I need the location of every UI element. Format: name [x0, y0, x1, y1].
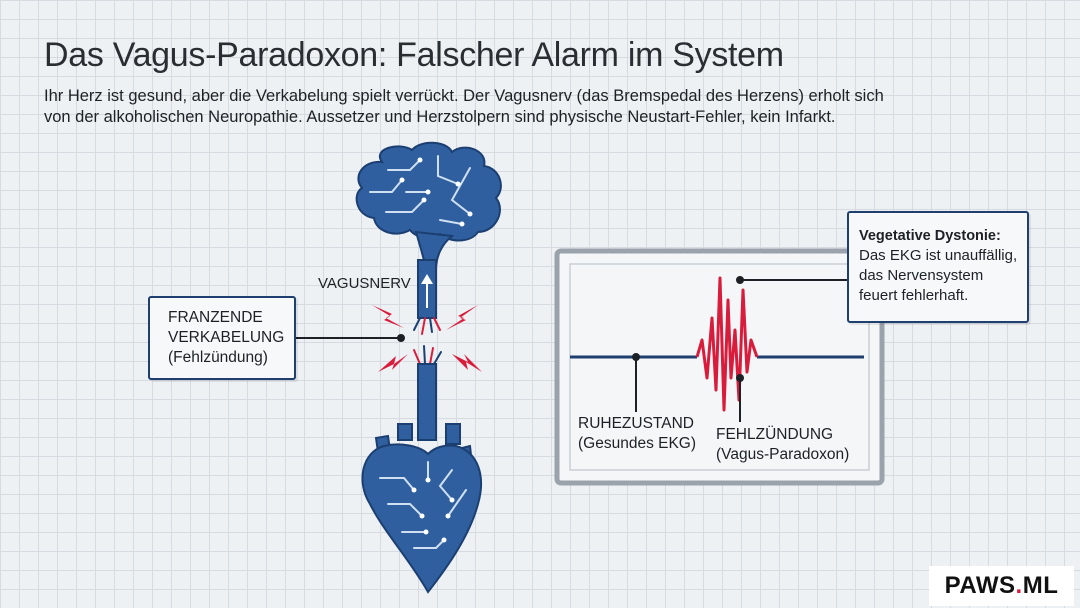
ekg-fault-label: FEHLZÜNDUNG (Vagus-Paradoxon)	[716, 425, 849, 465]
frayed-wires	[413, 317, 442, 365]
callout-right-heading: Vegetative Dystonie:	[859, 228, 1001, 244]
ekg-rest-line-2: (Gesundes EKG)	[578, 435, 697, 452]
logo-text: PAWS	[944, 572, 1016, 599]
callout-left-line-3: (Fehlzündung)	[168, 349, 268, 366]
ekg-rest-label: RUHEZUSTAND (Gesundes EKG)	[578, 414, 696, 454]
logo-suffix: ML	[1022, 572, 1059, 599]
up-arrow-icon	[421, 274, 433, 308]
ekg-fault-trace	[695, 276, 759, 412]
ekg-fault-line-2: (Vagus-Paradoxon)	[716, 446, 850, 463]
logo-dot: .	[1015, 572, 1023, 599]
paws-ml-logo: PAWS.ML	[929, 566, 1074, 606]
page-title: Das Vagus-Paradoxon: Falscher Alarm im S…	[44, 36, 784, 74]
intro-line-2: von der alkoholischen Neuropathie. Ausse…	[44, 108, 836, 126]
heart-icon	[361, 423, 482, 594]
callout-left-line-2: VERKABELUNG	[168, 329, 285, 346]
ekg-monitor	[554, 248, 885, 486]
callout-fraying-wiring: FRANZENDE VERKABELUNG (Fehlzündung)	[148, 296, 296, 380]
callout-right-line-1: Das EKG ist unauffällig,	[859, 247, 1018, 264]
intro-text: Ihr Herz ist gesund, aber die Verkabelun…	[44, 86, 964, 128]
callout-vegetative-dystonia: Vegetative Dystonie: Das EKG ist unauffä…	[847, 211, 1029, 323]
spark-icon	[372, 305, 482, 372]
callout-right-line-3: feuert fehlerhaft.	[859, 287, 969, 304]
intro-line-1: Ihr Herz ist gesund, aber die Verkabelun…	[44, 87, 884, 105]
callout-left-line-1: FRANZENDE	[168, 309, 263, 326]
brain-icon	[355, 141, 502, 271]
ekg-fault-line-1: FEHLZÜNDUNG	[716, 426, 834, 443]
ekg-rest-line-1: RUHEZUSTAND	[578, 415, 694, 432]
callout-right-line-2: das Nervensystem	[859, 267, 984, 284]
vagus-nerve-label: VAGUSNERV	[318, 275, 411, 292]
